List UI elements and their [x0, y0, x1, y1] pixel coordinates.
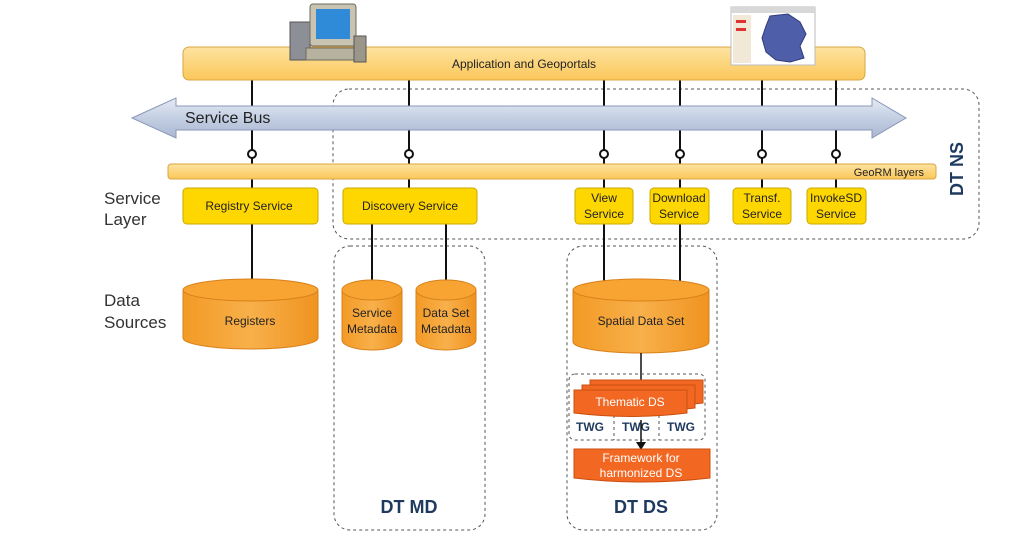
service-bus-arrow: [130, 97, 907, 139]
thematic-ds-stack: Thematic DS: [573, 379, 704, 417]
invokesd-service-label-2: Service: [816, 207, 856, 221]
dt-md-label: DT MD: [381, 497, 438, 517]
view-service-label-2: Service: [584, 207, 624, 221]
download-service-label-2: Service: [659, 207, 699, 221]
group-dt-ns-box: [332, 88, 980, 240]
framework-label-1: Framework for: [602, 451, 679, 465]
service-metadata-label-1: Service: [352, 306, 392, 320]
twg-dashed-area: [568, 373, 706, 441]
invokesd-service-box: InvokeSD Service: [806, 187, 867, 225]
view-service-box: View Service: [574, 187, 634, 225]
registry-service-box: Registry Service: [182, 187, 319, 225]
data-sources-label: Data: [104, 291, 140, 310]
service-bus-label: Service Bus: [185, 110, 270, 127]
registers-label: Registers: [225, 314, 276, 328]
application-geoportals-label: Application and Geoportals: [452, 57, 596, 71]
dt-ns-label: DT NS: [947, 142, 967, 196]
dataset-metadata-label-1: Data Set: [423, 306, 470, 320]
twg-label-1: TWG: [576, 420, 604, 434]
dataset-metadata-cylinder: Data Set Metadata: [415, 279, 477, 351]
service-metadata-label-2: Metadata: [347, 322, 397, 336]
service-layer-label: Service: [104, 189, 161, 208]
computer-icon: [289, 3, 367, 63]
bus-sockets: [247, 149, 841, 159]
invokesd-service-label-1: InvokeSD: [810, 191, 862, 205]
thematic-to-framework-arrow: [636, 420, 646, 450]
dt-ds-label: DT DS: [614, 497, 668, 517]
group-dt-md-box: [333, 245, 486, 531]
discovery-service-label: Discovery Service: [362, 199, 458, 213]
registers-cylinder: Registers: [182, 278, 319, 350]
georm-layers-bar: [167, 163, 937, 180]
transf-service-label-2: Service: [742, 207, 782, 221]
transf-service-label-1: Transf.: [744, 191, 781, 205]
view-service-label-1: View: [591, 191, 617, 205]
service-layer-label-2: Layer: [104, 210, 147, 229]
registry-service-label: Registry Service: [205, 199, 293, 213]
data-sources-label-2: Sources: [104, 313, 166, 332]
dataset-metadata-label-2: Metadata: [421, 322, 471, 336]
spatial-data-set-label: Spatial Data Set: [598, 314, 685, 328]
germany-map-thumbnail-icon: [730, 6, 816, 66]
twg-label-2: TWG: [622, 420, 650, 434]
georm-layers-label: GeoRM layers: [854, 167, 925, 179]
twg-label-3: TWG: [667, 420, 695, 434]
download-service-box: Download Service: [649, 187, 710, 225]
framework-label-2: harmonized DS: [600, 466, 683, 480]
download-service-label-1: Download: [652, 191, 705, 205]
service-metadata-cylinder: Service Metadata: [341, 279, 403, 351]
discovery-service-box: Discovery Service: [342, 187, 478, 225]
thematic-ds-label: Thematic DS: [595, 395, 664, 409]
spatial-data-set-cylinder: Spatial Data Set: [572, 278, 710, 354]
transf-service-box: Transf. Service: [732, 187, 792, 225]
framework-harmonized-ds-shape: Framework for harmonized DS: [573, 448, 711, 483]
